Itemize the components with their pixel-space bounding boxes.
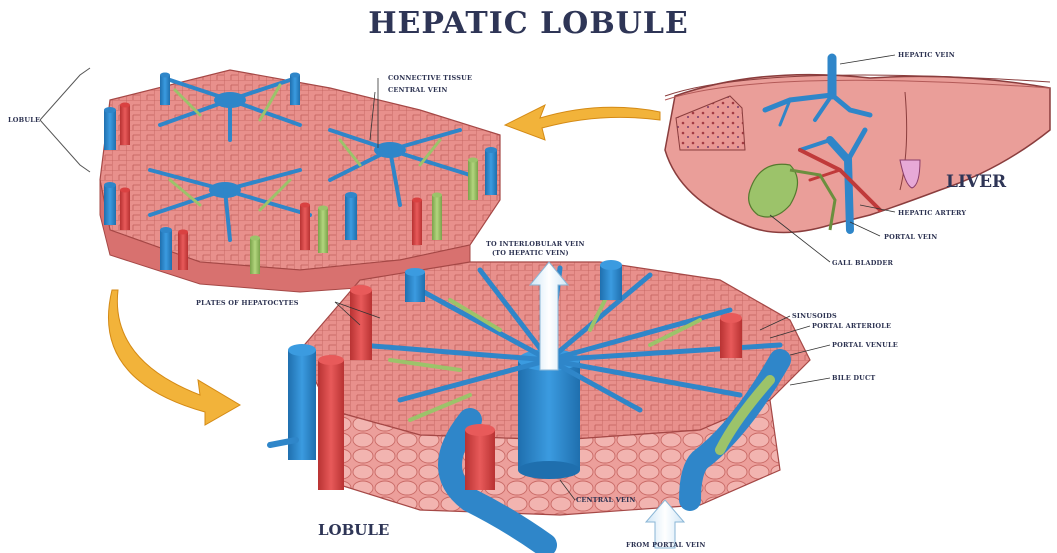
label-hepatic-vein: HEPATIC VEIN (898, 51, 955, 59)
liver-illustration (665, 55, 1050, 262)
label-plates-of-hepatocytes: PLATES OF HEPATOCYTES (196, 299, 299, 307)
label-to-hepatic-vein: (TO HEPATIC VEIN) (492, 249, 569, 257)
bottom-lobule (270, 260, 830, 548)
label-sinusoids: SINUSOIDS (792, 312, 837, 320)
orange-arrow-top (505, 105, 660, 140)
label-central-vein-bottom: CENTRAL VEIN (576, 496, 636, 504)
label-connective-tissue: CONNECTIVE TISSUE (388, 74, 472, 82)
label-to-interlobular-vein: TO INTERLOBULAR VEIN (486, 240, 585, 248)
label-from-portal-vein: FROM PORTAL VEIN (626, 541, 706, 549)
diagram-title: HEPATIC LOBULE (0, 6, 1057, 41)
orange-arrow-left (108, 290, 240, 425)
label-hepatic-artery: HEPATIC ARTERY (898, 209, 966, 217)
label-lobule-top: LOBULE (8, 116, 40, 124)
label-lobule-bottom: LOBULE (318, 521, 389, 539)
top-lobule-cluster (40, 68, 500, 292)
label-liver: LIVER (946, 172, 1006, 192)
label-central-vein-top: CENTRAL VEIN (388, 86, 448, 94)
label-gall-bladder: GALL BLADDER (832, 259, 893, 267)
label-bile-duct: BILE DUCT (832, 374, 875, 382)
label-portal-venule: PORTAL VENULE (832, 341, 898, 349)
label-portal-arteriole: PORTAL ARTERIOLE (812, 322, 891, 330)
label-portal-vein: PORTAL VEIN (884, 233, 937, 241)
